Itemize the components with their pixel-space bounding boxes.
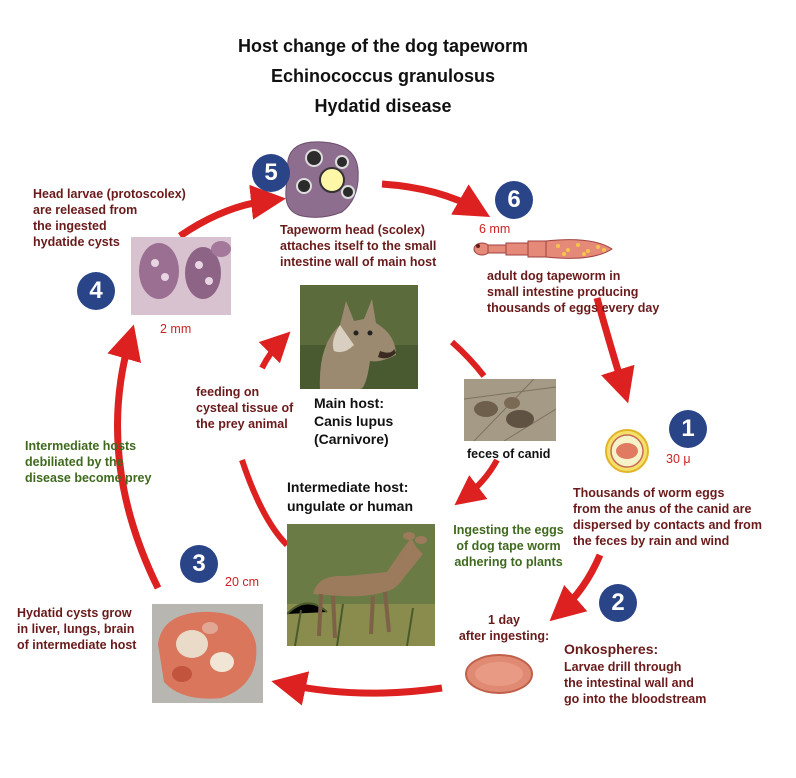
title-line-2: Echinococcus granulosus [270,66,496,86]
step-1-size: 30 μ [666,452,691,466]
onkosphere-illustration [464,653,534,695]
arrow-inner-feeding [239,459,290,548]
scolex-illustration [282,140,360,218]
egg-illustration [604,428,650,474]
ingesting-text: Ingesting the eggs of dog tape worm adhe… [453,523,564,569]
arrow-2-to-3 [271,671,443,706]
main-host-label: Main host: Canis lupus (Carnivore) [314,395,394,447]
arrow-inner-main-feces [450,339,487,378]
step-4-text: Head larvae (protoscolex) are released f… [33,187,186,249]
step-2-heading: Onkospheres: [564,641,659,657]
title-line-3: Hydatid disease [314,96,452,116]
intermediate-host-label: Intermediate host: ungulate or human [287,479,413,514]
hydatid-cyst-photo [152,604,263,703]
step-2-day: 1 day after ingesting: [458,613,550,643]
feces-photo [464,379,556,441]
arrow-1-to-2 [549,553,604,622]
debilitated-text: Intermediate hosts debiliated by the dis… [25,439,152,485]
step-3-text: Hydatid cysts grow in liver, lungs, brai… [17,606,137,652]
step-2-badge: 2 [599,584,637,622]
arrow-5-to-6 [381,180,491,218]
step-6-text: adult dog tapeworm in small intestine pr… [487,269,660,315]
arrow-6-to-1 [593,297,635,404]
arrow-inner-up [258,331,291,370]
arrow-inner-feces-intermediate [454,458,500,506]
arrow-3-to-4 [107,324,162,590]
step-4-badge: 4 [77,272,115,310]
step-3-badge: 3 [180,545,218,583]
feeding-text: feeding on cysteal tissue of the prey an… [196,385,294,431]
step-6-size: 6 mm [479,222,511,236]
step-5-badge: 5 [252,154,290,192]
step-2-text: Larvae drill through the intestinal wall… [564,660,707,706]
step-1-badge: 1 [669,410,707,448]
feces-label: feces of canid [467,447,551,461]
adult-worm-illustration [472,236,618,266]
step-4-size: 2 mm [160,322,192,336]
step-3-size: 20 cm [225,575,260,589]
title-line-1: Host change of the dog tapeworm [237,36,528,56]
deer-photo [287,524,435,646]
step-5-text: Tapeworm head (scolex) attaches itself t… [280,223,437,269]
step-6-badge: 6 [495,181,533,219]
wolf-photo [300,285,418,389]
arrow-4-to-5 [178,184,286,239]
protoscolex-photo [131,237,231,315]
step-1-text: Thousands of worm eggs from the anus of … [573,486,762,548]
